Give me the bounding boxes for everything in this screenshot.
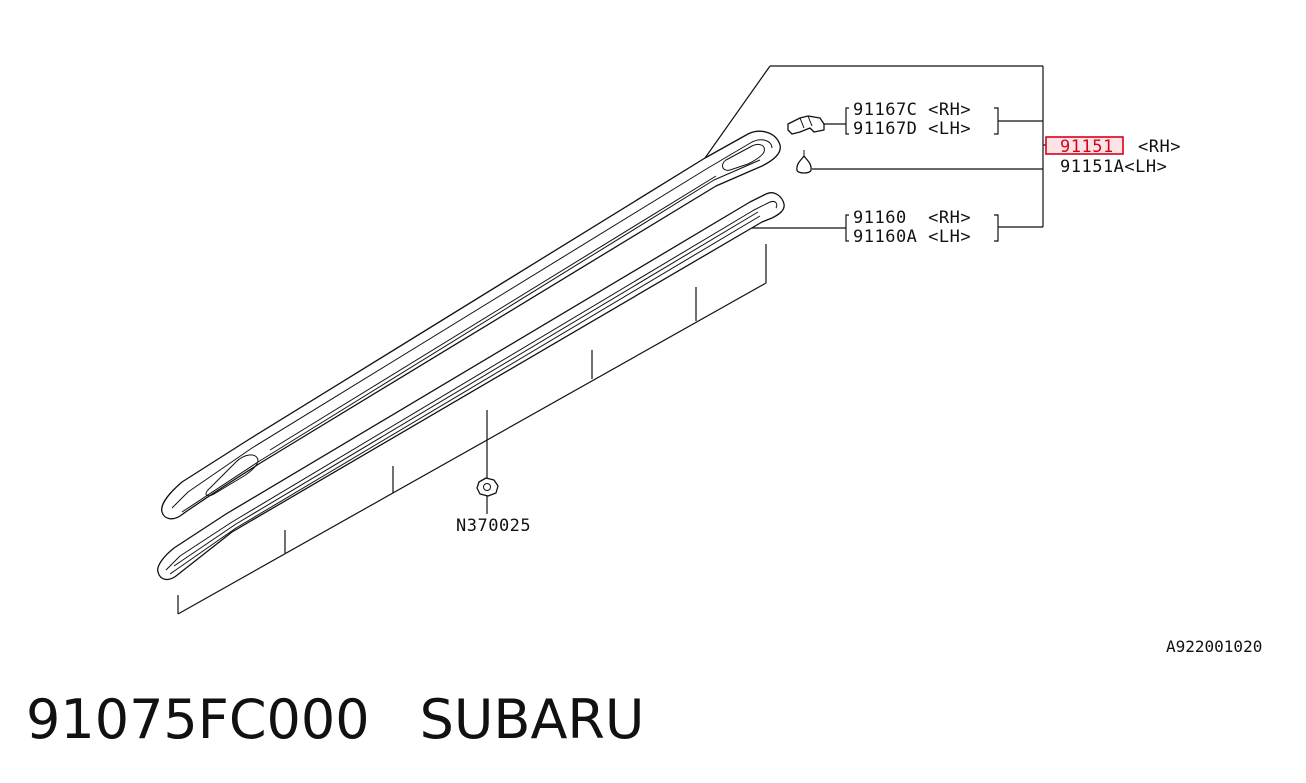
- assembly-leader: [704, 65, 1046, 227]
- push-pin-icon: [796, 150, 1043, 174]
- bracket-clip-icon: [787, 115, 846, 135]
- label-91151a-lh: 91151A<LH>: [1060, 157, 1167, 177]
- nut-icon: [476, 477, 499, 514]
- label-n370025: N370025: [456, 516, 531, 536]
- bracket-91160: [845, 214, 1043, 242]
- diagram-reference-code: A922001020: [1166, 637, 1262, 656]
- roof-rail-cover: [161, 130, 781, 520]
- brand-name: SUBARU: [419, 687, 645, 751]
- footer-title: 91075FC000 SUBARU: [26, 684, 644, 754]
- part-number: 91075FC000: [26, 687, 370, 751]
- label-91151-side: <RH>: [1138, 137, 1181, 157]
- label-91167d-lh: 91167D <LH>: [853, 119, 971, 139]
- label-91160a-lh: 91160A <LH>: [853, 227, 971, 247]
- mounting-lines: [177, 244, 767, 615]
- roof-rail-gasket: [157, 192, 785, 581]
- bracket-91167: [845, 107, 1043, 135]
- highlight-box-91151[interactable]: [1045, 136, 1124, 155]
- label-91160-rh: 91160 <RH>: [853, 208, 971, 228]
- label-91151-code[interactable]: 91151: [1060, 137, 1114, 157]
- label-91167c-rh: 91167C <RH>: [853, 100, 971, 120]
